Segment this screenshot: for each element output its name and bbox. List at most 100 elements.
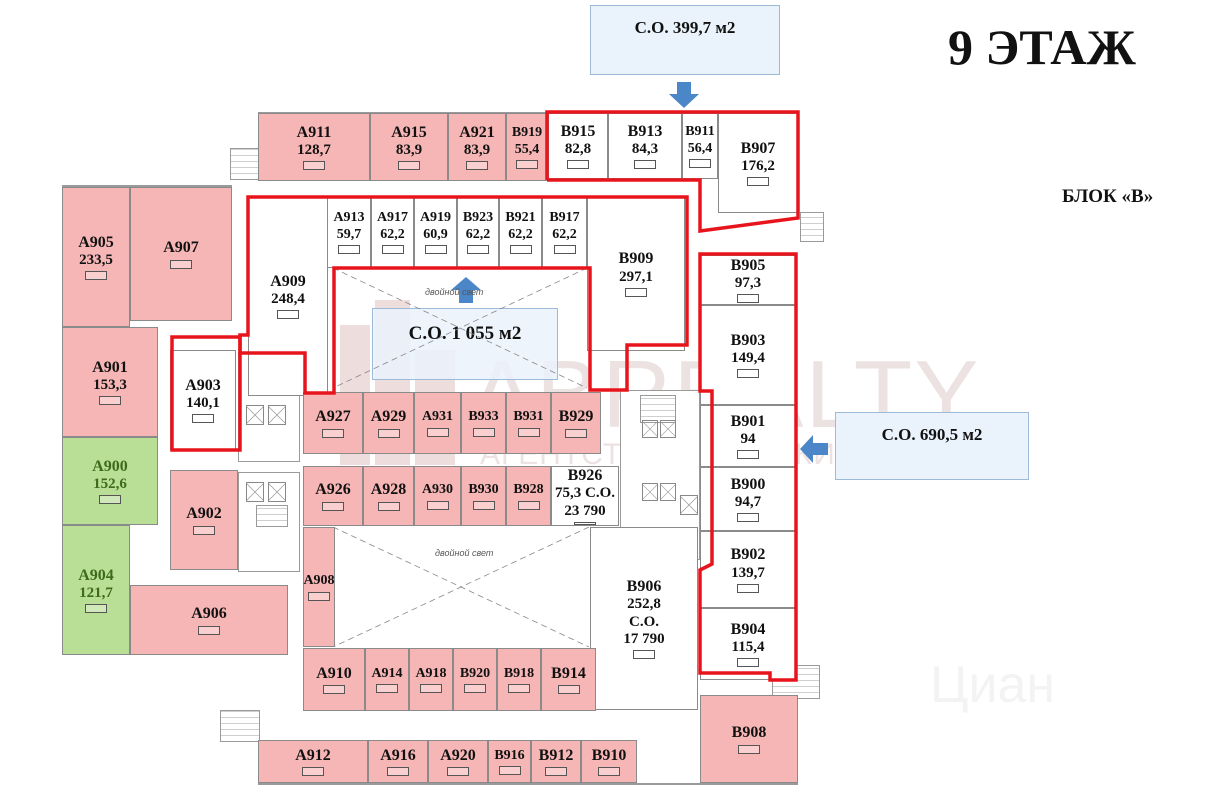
stair-steps: [256, 505, 288, 527]
room-code: A909: [270, 272, 306, 290]
room-code: B930: [468, 482, 499, 498]
room-a916[interactable]: A916: [368, 740, 428, 783]
room-tag-icon: [737, 369, 759, 379]
room-b928[interactable]: B928: [506, 466, 551, 526]
room-a926[interactable]: A926: [303, 466, 363, 526]
stair-steps: [640, 395, 676, 423]
room-a914[interactable]: A914: [365, 648, 409, 711]
room-b916[interactable]: B916: [488, 740, 531, 783]
room-b933[interactable]: B933: [461, 392, 506, 454]
room-a928[interactable]: A928: [363, 466, 414, 526]
room-b920[interactable]: B920: [453, 648, 497, 711]
room-b930[interactable]: B930: [461, 466, 506, 526]
room-a930[interactable]: A930: [414, 466, 461, 526]
room-code: B917: [549, 210, 580, 226]
room-tag-icon: [498, 766, 521, 776]
room-a902[interactable]: A902: [170, 470, 238, 570]
room-area: 55,4: [514, 141, 540, 157]
void-lower: [333, 527, 589, 647]
room-code: A919: [419, 210, 452, 226]
void-upper: [333, 268, 587, 388]
room-tag-icon: [426, 427, 449, 437]
room-a931[interactable]: A931: [414, 392, 461, 454]
room-code: A901: [92, 358, 128, 376]
floor-title: 9 ЭТАЖ: [948, 19, 1136, 75]
lift-icon: [246, 482, 264, 502]
room-b908[interactable]: B908: [700, 695, 798, 783]
block-label: БЛОК «В»: [1062, 186, 1154, 207]
room-area: 56,4: [687, 140, 713, 156]
room-code: A902: [186, 505, 222, 523]
room-code: B913: [627, 122, 663, 140]
room-b912[interactable]: B912: [531, 740, 581, 783]
room-code: B926: [567, 467, 603, 484]
room-tag-icon: [99, 495, 121, 505]
room-a927[interactable]: A927: [303, 392, 363, 454]
room-a912[interactable]: A912: [258, 740, 368, 783]
room-a908[interactable]: A908: [303, 527, 335, 647]
room-b918[interactable]: B918: [497, 648, 541, 711]
room-b914[interactable]: B914: [541, 648, 596, 711]
room-tag-icon: [303, 161, 325, 171]
room-a920[interactable]: A920: [428, 740, 488, 783]
room-code: A915: [391, 123, 427, 141]
room-area: 149,4: [731, 350, 765, 367]
room-a929[interactable]: A929: [363, 392, 414, 454]
room-tag-icon: [472, 427, 495, 437]
room-code: B908: [731, 724, 767, 742]
room-code: B915: [560, 122, 596, 140]
room-b910[interactable]: B910: [581, 740, 637, 783]
room-area: 60,9: [423, 226, 448, 242]
highlight-outline-right: [698, 252, 798, 682]
room-area: 83,9: [463, 142, 491, 159]
room-a907[interactable]: A907: [130, 187, 232, 321]
room-tag-icon: [308, 591, 330, 601]
room-tag-icon: [302, 767, 324, 777]
room-b929[interactable]: B929: [551, 392, 601, 454]
room-a910[interactable]: A910: [303, 648, 365, 711]
room-tag-icon: [464, 684, 486, 694]
room-tag-icon: [689, 158, 711, 168]
room-a918[interactable]: A918: [409, 648, 453, 711]
room-code: B905: [730, 256, 766, 274]
room-code: B931: [513, 409, 544, 425]
room-a906[interactable]: A906: [130, 585, 288, 655]
room-code: B928: [513, 482, 544, 498]
room-b931[interactable]: B931: [506, 392, 551, 454]
highlight-outline-center: [170, 195, 689, 452]
room-code: A921: [459, 123, 495, 141]
room-tag-icon: [737, 658, 759, 668]
lift-icon: [680, 495, 698, 515]
room-area: 97,3: [734, 275, 762, 292]
room-code: A918: [415, 665, 447, 681]
room-tag-icon: [85, 604, 107, 614]
room-tag-icon: [508, 684, 530, 694]
room-code: B900: [730, 475, 766, 493]
arrow-down-icon: [669, 82, 699, 108]
callout-top-text: С.О. 399,7 м2: [634, 18, 736, 37]
room-note: 17 790: [623, 630, 665, 647]
room-tag-icon: [545, 767, 567, 777]
